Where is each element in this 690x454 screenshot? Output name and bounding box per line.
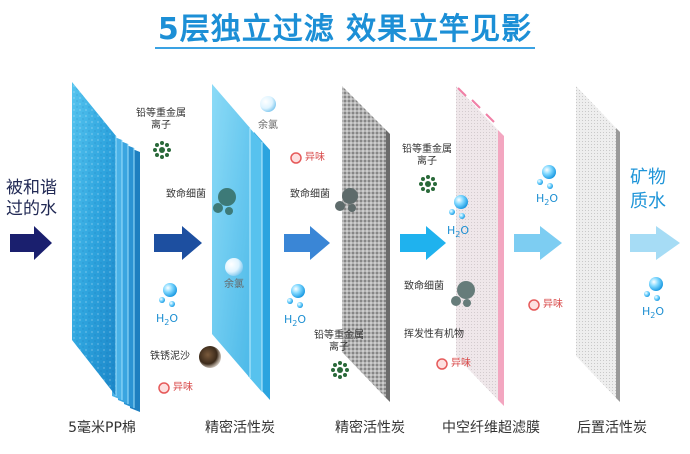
voc-label: 挥发性有机物 [404, 329, 464, 340]
layer-label-carbon-1: 精密活性炭 [205, 420, 275, 436]
flow-arrow-5 [514, 226, 562, 260]
bacteria-icon [213, 188, 236, 215]
heavy-metal-label: 铅等重金属 离子 [136, 108, 186, 132]
heavy-metal-label-line1: 铅等重金属 [402, 144, 452, 155]
water-molecule-icon [159, 283, 177, 307]
chlorine-label: 余氯 [224, 279, 244, 290]
water-formula-sub: 2 [650, 311, 656, 321]
chlorine-bubble-icon [260, 96, 276, 112]
heavy-metal-icon [331, 361, 349, 379]
water-formula-sub: 2 [544, 198, 550, 208]
page-title: 5层独立过滤 效果立竿见影 [157, 12, 533, 47]
heavy-metal-label-line1: 铅等重金属 [136, 108, 186, 119]
heavy-metal-icon [419, 175, 437, 193]
bacteria-label: 致命细菌 [166, 189, 206, 200]
odor-icon [528, 299, 540, 311]
water-formula-label: H2O [447, 224, 469, 239]
odor-icon [436, 358, 448, 370]
flow-arrow-4 [400, 226, 446, 260]
water-formula-sub: 2 [164, 318, 170, 328]
input-water-label: 被和谐 过的水 [6, 178, 57, 220]
water-formula-o: O [297, 313, 307, 326]
layer-carbon-2-panel [342, 86, 390, 402]
odor-icon [158, 382, 170, 394]
layer-label-carbon-2: 精密活性炭 [335, 420, 405, 436]
layer-label-membrane: 中空纤维超滤膜 [442, 420, 540, 436]
heavy-metal-label-line2: 离子 [417, 156, 437, 167]
water-formula-h: H [284, 313, 293, 326]
water-molecule-icon [644, 277, 663, 301]
flow-arrow-6 [630, 226, 680, 260]
chlorine-bubble-icon [225, 258, 243, 276]
layer-carbon-1-panel [212, 84, 270, 400]
title-underline [155, 47, 535, 49]
water-formula-o: O [460, 224, 470, 237]
layer-membrane-panel [456, 86, 504, 406]
water-formula-o: O [549, 192, 559, 205]
heavy-metal-label-line2: 离子 [329, 342, 349, 353]
bacteria-icon [451, 281, 475, 307]
odor-label: 异味 [173, 382, 193, 393]
water-molecule-icon [537, 165, 556, 189]
output-water-label-line1: 矿物 [630, 167, 666, 188]
water-formula-o: O [169, 312, 179, 325]
water-formula-label: H2O [536, 192, 558, 207]
water-formula-h: H [642, 305, 651, 318]
water-formula-sub: 2 [292, 319, 298, 329]
flow-arrow-1 [10, 226, 52, 260]
water-formula-h: H [156, 312, 165, 325]
flow-arrow-3 [284, 226, 330, 260]
heavy-metal-icon [153, 141, 171, 159]
water-formula-h: H [536, 192, 545, 205]
heavy-metal-label-line2: 离子 [151, 120, 171, 131]
odor-label: 异味 [451, 358, 471, 369]
rust-sediment-label: 铁锈泥沙 [150, 351, 190, 362]
bacteria-label: 致命细菌 [404, 281, 444, 292]
layer-label-post-carbon: 后置活性炭 [577, 420, 647, 436]
water-formula-o: O [655, 305, 665, 318]
heavy-metal-label: 铅等重金属 离子 [314, 330, 364, 354]
odor-label: 异味 [543, 299, 563, 310]
water-molecule-icon [287, 284, 305, 308]
water-formula-sub: 2 [455, 230, 461, 240]
heavy-metal-label: 铅等重金属 离子 [402, 144, 452, 168]
heavy-metal-label-line1: 铅等重金属 [314, 330, 364, 341]
odor-label: 异味 [305, 152, 325, 163]
bacteria-icon [335, 188, 358, 212]
water-formula-label: H2O [284, 313, 306, 328]
input-water-label-line2: 过的水 [6, 199, 57, 219]
layer-pp-cotton-panel [72, 82, 140, 412]
rust-sediment-icon [199, 346, 221, 368]
layer-label-pp-cotton: 5毫米PP棉 [68, 420, 136, 436]
input-water-label-line1: 被和谐 [6, 178, 57, 198]
layer-post-carbon-panel [576, 86, 620, 402]
output-water-label: 矿物 质水 [630, 166, 666, 214]
flow-arrow-2 [154, 226, 202, 260]
water-formula-h: H [447, 224, 456, 237]
water-formula-label: H2O [642, 305, 664, 320]
water-molecule-icon [449, 195, 468, 219]
bacteria-label: 致命细菌 [290, 189, 330, 200]
water-formula-label: H2O [156, 312, 178, 327]
chlorine-label: 余氯 [258, 120, 278, 131]
output-water-label-line2: 质水 [630, 191, 666, 212]
odor-icon [290, 152, 302, 164]
